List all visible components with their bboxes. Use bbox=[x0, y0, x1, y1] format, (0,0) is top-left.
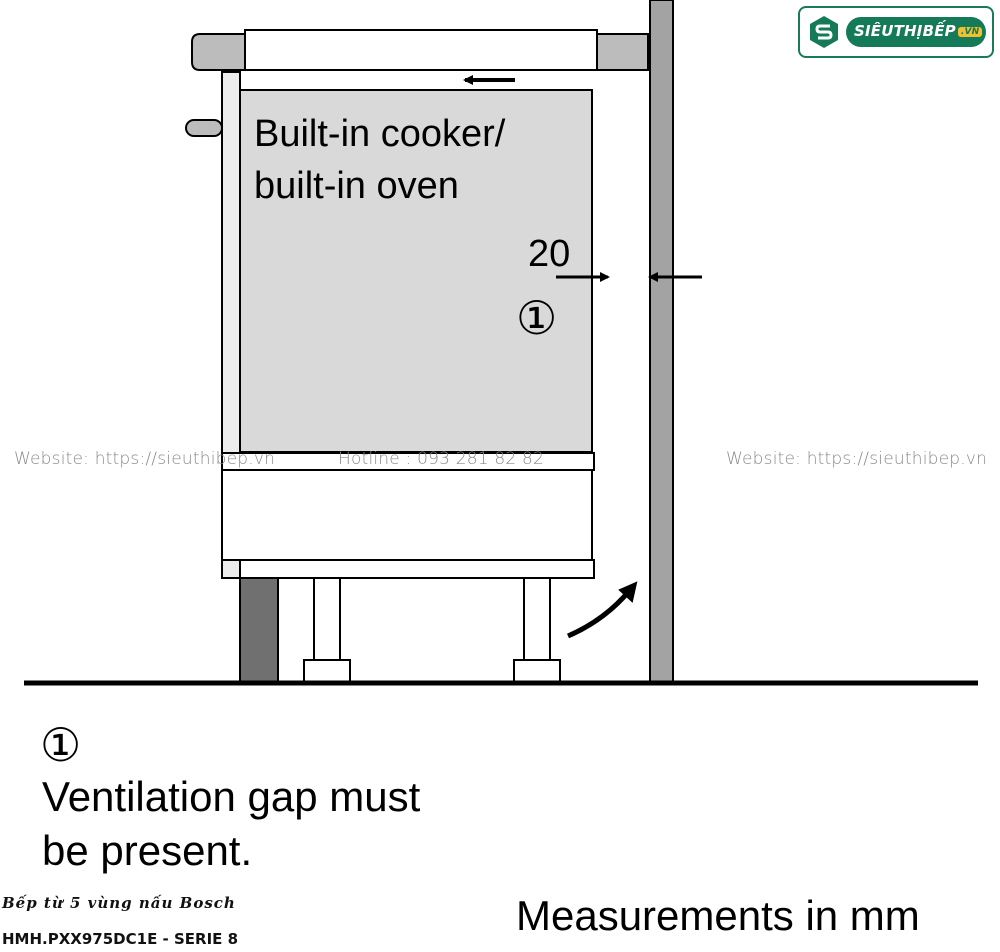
cabinet-leg-left bbox=[303, 577, 351, 683]
oven-handle bbox=[185, 119, 223, 137]
airflow-bottom-arrow bbox=[567, 588, 632, 639]
plinth bbox=[239, 577, 279, 683]
legend-line2: be present. bbox=[42, 827, 253, 874]
brand-logo: SIÊUTHỊBẾP.VN bbox=[798, 6, 994, 58]
gap-dimension-label: 20 bbox=[528, 233, 571, 275]
appliance-label-line2: built-in oven bbox=[254, 165, 459, 207]
product-caption: Bếp từ 5 vùng nấu Bosch bbox=[2, 894, 236, 912]
units-note: Measurements in mm bbox=[516, 892, 920, 939]
appliance-label-line1: Built-in cooker/ bbox=[254, 113, 506, 155]
cabinet-leg-right bbox=[513, 577, 561, 683]
bottom-rail bbox=[239, 559, 595, 579]
logo-hex-icon bbox=[810, 16, 838, 48]
oven-body bbox=[239, 89, 593, 453]
hob-glass bbox=[244, 29, 598, 71]
model-caption: HMH.PXX975DC1E - SERIE 8 bbox=[2, 930, 239, 948]
watermark-hotline: Hotline : 093 281 82 82 bbox=[338, 449, 545, 469]
watermark-website-right: Website: https://sieuthibep.vn bbox=[726, 449, 988, 469]
legend-line1: Ventilation gap must bbox=[42, 773, 421, 820]
legend-marker: ① bbox=[40, 719, 82, 771]
ventilation-marker: ① bbox=[516, 292, 558, 344]
watermark-website-left: Website: https://sieuthibep.vn bbox=[14, 449, 276, 469]
drawer-box bbox=[221, 469, 593, 561]
logo-text: SIÊUTHỊBẾP.VN bbox=[854, 22, 983, 40]
wall bbox=[649, 0, 674, 683]
